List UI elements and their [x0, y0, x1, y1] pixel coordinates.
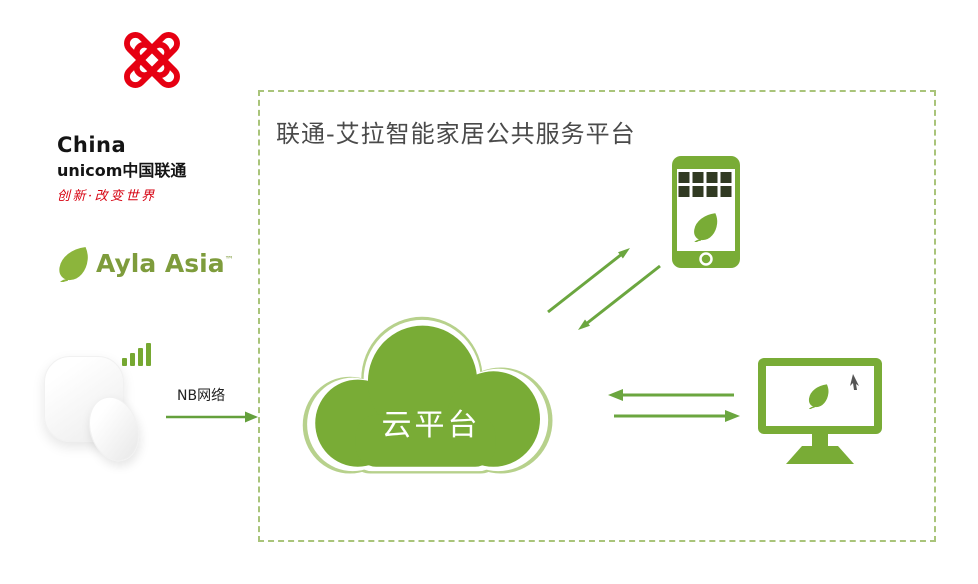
ayla-leaf-icon [58, 246, 90, 282]
cloud-body [315, 325, 541, 467]
unicom-slogan: 创新·改变世界 [57, 189, 157, 204]
unicom-wordmark-en: China [57, 133, 127, 157]
cloud-icon [302, 316, 553, 474]
cloud-platform-label: 云平台 [381, 408, 481, 443]
signal-bars-icon [122, 343, 151, 366]
platform-title: 联通-艾拉智能家居公共服务平台 [276, 120, 636, 148]
platform-frame [258, 90, 936, 542]
ayla-wordmark: Ayla Asia™ [96, 249, 234, 278]
unicom-wordmark-cn: unicom中国联通 [57, 161, 187, 180]
nb-network-label: NB网络 [177, 388, 226, 404]
cursor-mark-icon [850, 374, 859, 390]
desktop-monitor-icon [758, 358, 882, 464]
cloud-phone-arrows-icon [547, 248, 661, 330]
phone-home-button [699, 252, 713, 266]
trademark-mark: ™ [224, 255, 234, 266]
chinese-knot-icon [124, 32, 180, 88]
nb-network-arrow-icon [166, 411, 258, 423]
monitor-stand [786, 446, 854, 464]
phone-app-grid [678, 172, 732, 197]
ayla-name-text: Ayla Asia [96, 249, 225, 278]
cloud-monitor-arrows-icon [608, 389, 740, 422]
smartphone-icon [672, 156, 740, 268]
